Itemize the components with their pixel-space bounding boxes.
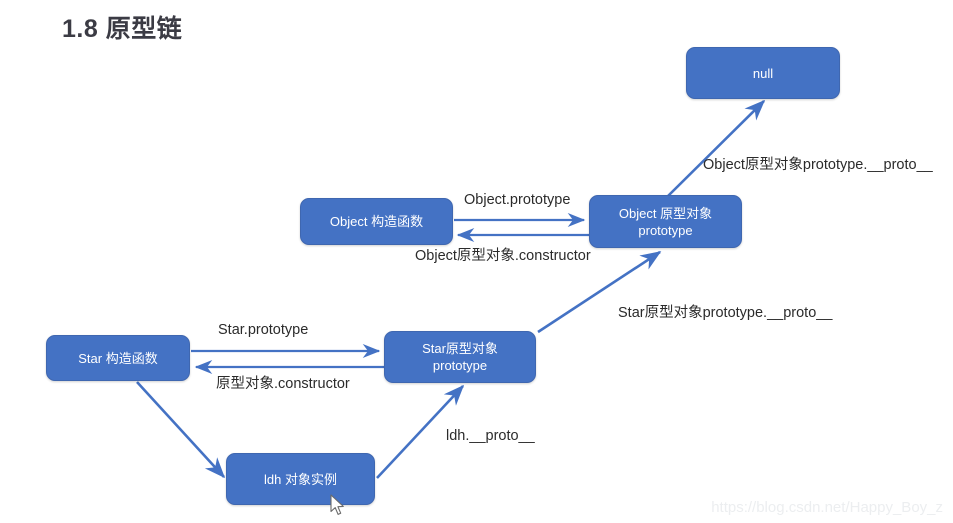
edge-label-object-ctor-to-proto: Object.prototype <box>464 192 571 208</box>
edge-label-ldh-to-star-proto: ldh.__proto__ <box>446 428 535 444</box>
edge-star-proto-to-object-proto <box>537 250 662 334</box>
page-title: 1.8 原型链 <box>62 15 183 43</box>
edge-label-star-ctor-to-proto: Star.prototype <box>218 322 309 338</box>
edge-label-object-proto-to-null: Object原型对象prototype.__proto__ <box>703 157 933 173</box>
node-ldh-instance[interactable]: ldh 对象实例 <box>226 453 375 505</box>
node-star-prototype[interactable]: Star原型对象 prototype <box>384 331 536 383</box>
mouse-cursor <box>330 494 344 515</box>
node-object-prototype[interactable]: Object 原型对象 prototype <box>589 195 742 248</box>
node-null[interactable]: null <box>686 47 840 99</box>
edge-label-star-proto-to-ctor: 原型对象.constructor <box>216 376 350 392</box>
node-object-constructor[interactable]: Object 构造函数 <box>300 198 453 245</box>
edge-star-ctor-to-ldh <box>136 381 226 479</box>
node-star-constructor[interactable]: Star 构造函数 <box>46 335 190 381</box>
edge-object-proto-to-null <box>667 99 766 197</box>
edge-ldh-to-star-proto <box>376 384 465 479</box>
edge-label-object-proto-to-ctor: Object原型对象.constructor <box>415 248 591 264</box>
edge-label-star-proto-to-object-proto: Star原型对象prototype.__proto__ <box>618 305 833 321</box>
watermark: https://blog.csdn.net/Happy_Boy_z <box>711 499 943 516</box>
